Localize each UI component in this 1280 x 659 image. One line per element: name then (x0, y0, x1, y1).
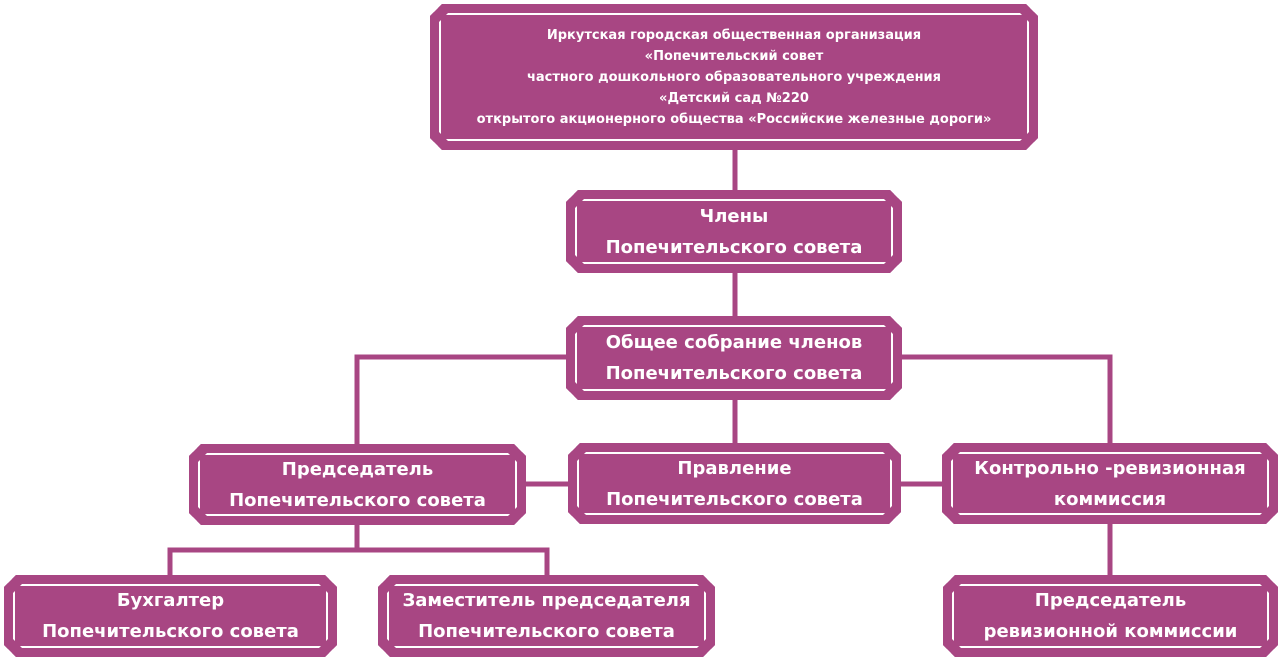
connector-assembly-audit (900, 354, 1113, 445)
node-audit-commission-label: Контрольно -ревизионная коммиссия (974, 457, 1246, 510)
node-members: Члены Попечительского совета (566, 190, 902, 273)
node-board-label: Правление Попечительского совета (606, 457, 863, 510)
node-chairman: Председатель Попечительского совета (189, 444, 526, 525)
node-general-assembly: Общее собрание членов Попечительского со… (566, 316, 902, 400)
node-accountant: Бухгалтер Попечительского совета (4, 575, 337, 657)
node-chairman-label: Председатель Попечительского совета (229, 458, 486, 511)
node-board: Правление Попечительского совета (568, 443, 901, 524)
node-deputy-chairman-label: Заместитель председателя Попечительского… (402, 590, 691, 642)
node-members-label: Члены Попечительского совета (605, 205, 863, 258)
node-organization-label: Иркутская городская общественная организ… (476, 27, 992, 127)
connector-assembly-chairman (354, 354, 568, 446)
node-audit-chairman: Председатель ревизионной коммиссии (943, 575, 1278, 657)
node-audit-commission: Контрольно -ревизионная коммиссия (942, 443, 1278, 524)
node-audit-chairman-label: Председатель ревизионной коммиссии (983, 590, 1238, 642)
connector-chairman-deputy (357, 547, 550, 577)
node-general-assembly-label: Общее собрание членов Попечительского со… (605, 332, 863, 384)
node-accountant-label: Бухгалтер Попечительского совета (42, 590, 299, 642)
connector-chairman-accountant (167, 523, 360, 577)
node-deputy-chairman: Заместитель председателя Попечительского… (378, 575, 715, 657)
node-organization: Иркутская городская общественная организ… (430, 4, 1038, 150)
